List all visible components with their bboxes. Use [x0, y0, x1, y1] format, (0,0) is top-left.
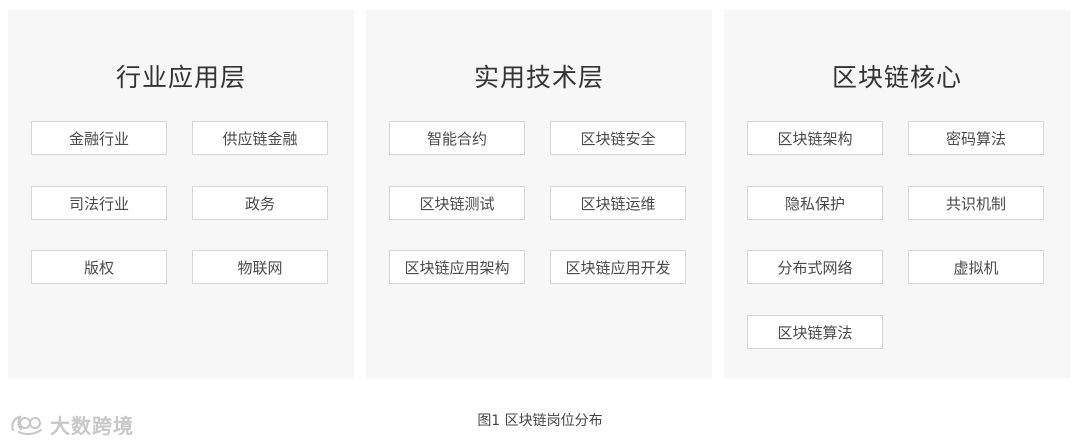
- tag-item: 隐私保护: [747, 186, 883, 220]
- tag-item: 司法行业: [31, 186, 167, 220]
- tag-item: 智能合约: [389, 121, 525, 155]
- tag-item: 金融行业: [31, 121, 167, 155]
- panel-practical-technology-layer: 实用技术层 智能合约 区块链安全 区块链测试 区块链运维 区块链应用架构 区块链…: [366, 10, 712, 378]
- panel-blockchain-core: 区块链核心 区块链架构 密码算法 隐私保护 共识机制 分布式网络 虚拟机 区块链…: [724, 10, 1070, 378]
- logo-icon: [10, 414, 46, 436]
- watermark-text: 大数跨境: [50, 414, 134, 438]
- panel-industry-application-layer: 行业应用层 金融行业 供应链金融 司法行业 政务 版权 物联网: [8, 10, 354, 378]
- tag-item: 区块链测试: [389, 186, 525, 220]
- tag-item: 区块链算法: [747, 315, 883, 349]
- tag-item: 政务: [192, 186, 328, 220]
- tag-item: 区块链应用开发: [550, 250, 686, 284]
- panel-title: 实用技术层: [473, 63, 604, 92]
- tag-item: 区块链架构: [747, 121, 883, 155]
- tag-item: 分布式网络: [747, 250, 883, 284]
- tag-item: 供应链金融: [192, 121, 328, 155]
- tag-item: 区块链安全: [550, 121, 686, 155]
- tag-item: 密码算法: [908, 121, 1044, 155]
- tag-item: 虚拟机: [908, 250, 1044, 284]
- panel-title: 区块链核心: [831, 63, 962, 92]
- tag-item: 物联网: [192, 250, 328, 284]
- watermark: 大数跨境: [10, 410, 134, 439]
- tag-item: 区块链应用架构: [389, 250, 525, 284]
- tag-item: 版权: [31, 250, 167, 284]
- tag-item: 共识机制: [908, 186, 1044, 220]
- figure-caption: 图1 区块链岗位分布: [477, 413, 603, 429]
- tag-item: 区块链运维: [550, 186, 686, 220]
- panel-title: 行业应用层: [115, 63, 246, 92]
